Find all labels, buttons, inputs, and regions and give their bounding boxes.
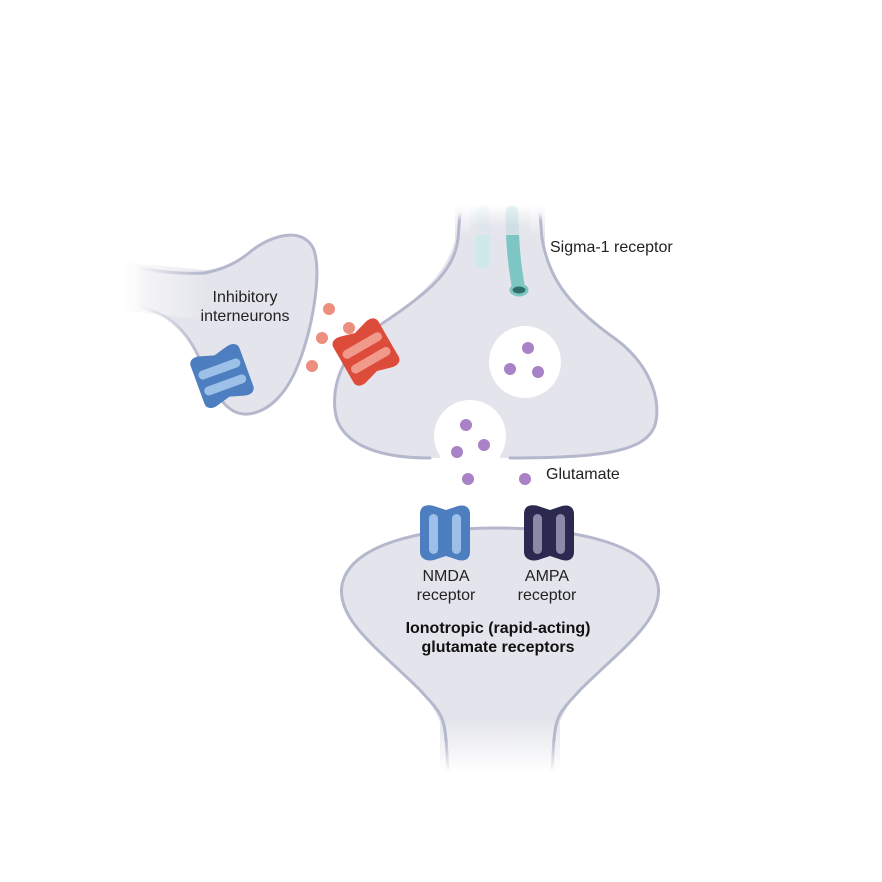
sigma1-receptor-label: Sigma-1 receptor: [550, 239, 673, 256]
gaba-dot: [323, 303, 335, 315]
ionotropic-receptors-label: Ionotropic (rapid-acting) glutamate rece…: [370, 619, 626, 657]
glutamate-dot: [532, 366, 544, 378]
inhibitory-interneurons-label-line2: interneurons: [200, 308, 290, 325]
ionotropic-receptors-label-line1: Ionotropic (rapid-acting): [405, 620, 591, 637]
inhibitory-interneuron-outline-bottom-fade: [139, 306, 202, 361]
glutamate-label: Glutamate: [546, 466, 620, 483]
postsynaptic-outline-left-fade: [444, 737, 450, 773]
vesicle-upper: [489, 326, 561, 398]
inhibitory-red-receptor: [332, 318, 400, 386]
glutamate-dot: [519, 473, 531, 485]
inhibitory-interneuron-outline: [198, 233, 319, 416]
ampa-receptor-label: AMPA receptor: [506, 567, 588, 605]
gaba-dot: [306, 360, 318, 372]
ampa-receptor-label-line2: receptor: [517, 587, 577, 604]
sigma1-tube-opening: [509, 283, 529, 297]
glutamate-dot: [478, 439, 490, 451]
glutamate-dot: [522, 342, 534, 354]
inhibitory-interneuron-fade: [120, 262, 205, 320]
postsynaptic-terminal: [339, 526, 661, 773]
presynaptic-body: [334, 215, 657, 458]
postsynaptic-outline: [339, 526, 661, 742]
ampa-receptor-label-line1: AMPA: [524, 568, 570, 585]
inhibitory-neurotransmitter-dots: [306, 303, 355, 372]
gaba-dot: [343, 322, 355, 334]
presynaptic-outline-left-fade: [456, 211, 462, 241]
glutamate-dot: [451, 446, 463, 458]
nmda-receptor-label: NMDA receptor: [405, 567, 487, 605]
ampa-receptor: [524, 505, 574, 561]
glutamate-dot: [462, 473, 474, 485]
sigma1-receptor: [470, 205, 530, 297]
glutamate-dots: [451, 342, 544, 485]
nmda-receptor-label-line1: NMDA: [422, 568, 470, 585]
sigma1-tube-top-fade: [470, 205, 530, 235]
inhibitory-interneurons-label-line1: Inhibitory: [212, 289, 278, 306]
postsynaptic-body: [341, 528, 659, 770]
inhibitory-interneuron-outline-top-fade: [139, 266, 206, 275]
ionotropic-receptors-label-line2: glutamate receptors: [421, 639, 575, 656]
glutamate-dot: [460, 419, 472, 431]
presynaptic-outline-right: [508, 236, 659, 460]
inhibitory-blue-receptor: [190, 343, 254, 409]
postsynaptic-dendrite-fade: [440, 720, 560, 772]
presynaptic-outline-left: [333, 236, 460, 460]
gaba-dot: [316, 332, 328, 344]
postsynaptic-outline-right-fade: [550, 737, 556, 773]
nmda-receptor: [420, 505, 470, 561]
glutamate-dot: [504, 363, 516, 375]
presynaptic-outline-right-fade: [538, 211, 544, 241]
nmda-receptor-label-line2: receptor: [416, 587, 476, 604]
inhibitory-interneuron-terminal: [120, 233, 319, 416]
vesicle-lower-release-gap: [440, 440, 500, 462]
inhibitory-interneurons-label: Inhibitory interneurons: [190, 288, 300, 326]
